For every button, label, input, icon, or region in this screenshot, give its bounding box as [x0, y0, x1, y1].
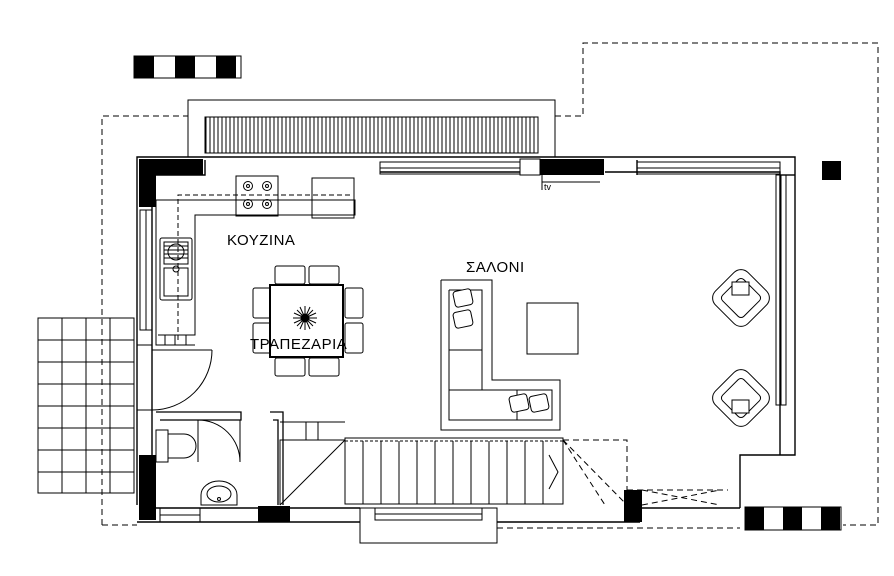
stair-landing: [562, 439, 728, 506]
room-label-dining: ΤΡΑΠΕΖΑΡΙΑ: [250, 336, 348, 353]
balcony-planter: [187, 99, 556, 158]
roof-outline: [101, 42, 879, 529]
window: [379, 158, 781, 176]
window: [159, 507, 201, 523]
scale-bar-icon: [744, 506, 842, 531]
entry-steps: [359, 507, 498, 544]
tv-label: tv: [544, 182, 552, 192]
scale-bar-icon: [133, 55, 242, 79]
kitchen-counter: [155, 199, 356, 346]
coffee-table: [526, 302, 579, 355]
fridge: [311, 177, 355, 219]
plant-icon: [293, 306, 317, 330]
armchair-icon: [712, 269, 770, 327]
sink-icon: [159, 237, 193, 301]
stairs-icon: [279, 421, 564, 506]
upper-cabinets: [177, 194, 350, 340]
armchair-icon: [712, 369, 770, 427]
entrance-door: [137, 344, 213, 411]
window: [139, 209, 153, 331]
toilet-icon: [155, 429, 197, 463]
dining-table: [252, 265, 364, 377]
room-label-kitchen: ΚΟΥΖΙΝΑ: [227, 232, 296, 249]
wc-door: [197, 419, 241, 463]
column-marker: [822, 161, 841, 180]
room-label-living: ΣΑΛΟΝΙ: [466, 259, 525, 276]
window: [775, 174, 787, 406]
tv-marker: [541, 175, 600, 190]
terrace-paving: [37, 317, 135, 494]
cushion-icon: [452, 288, 550, 413]
column: [139, 159, 642, 522]
stove-icon: [235, 175, 279, 217]
washbasin-icon: [200, 480, 238, 506]
